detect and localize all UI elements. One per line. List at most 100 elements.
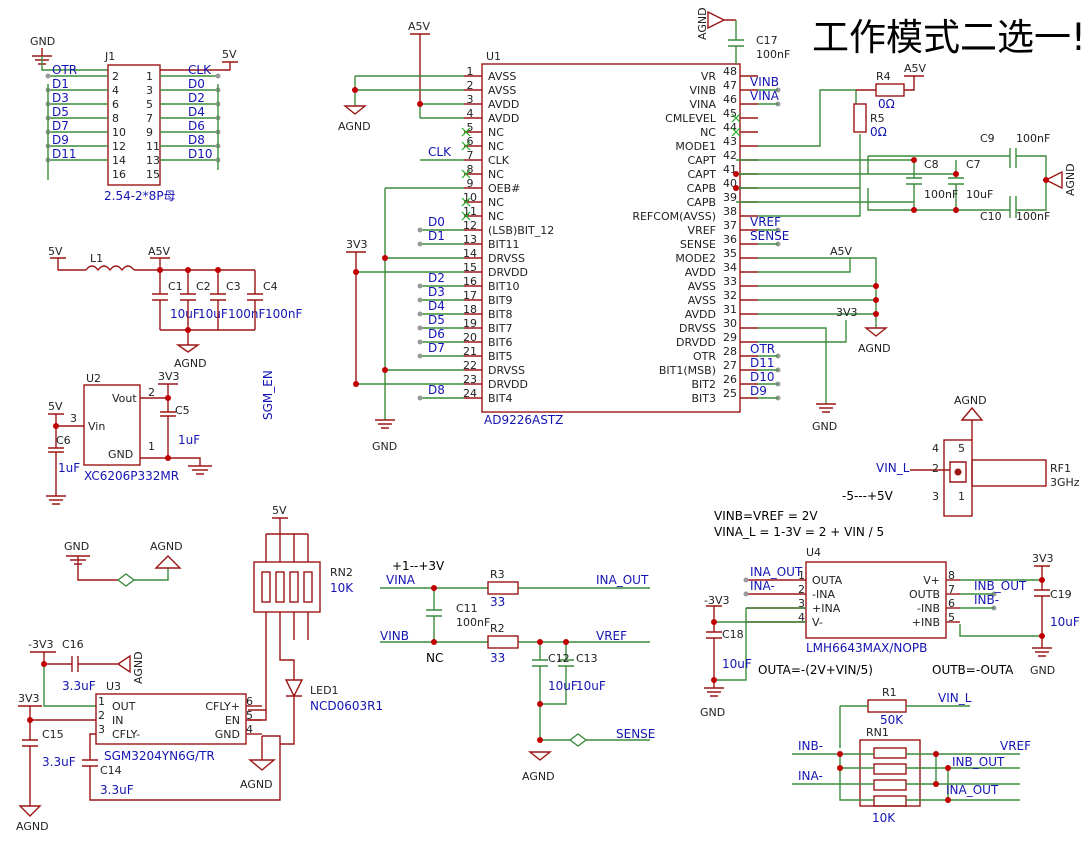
rn1-r-b — [873, 763, 907, 775]
u1-pin-num: 15 — [463, 261, 477, 274]
rf1-p5: 5 — [958, 442, 965, 455]
j1-pin-num: 3 — [146, 84, 153, 97]
led-val: NCD0603R1 — [310, 699, 383, 713]
j1-pin-num: 11 — [146, 140, 160, 153]
u1-pin-name: REFCOM(AVSS) — [632, 210, 716, 223]
u1-pin-name: BIT8 — [488, 308, 513, 321]
u1-pin-num: 38 — [723, 205, 737, 218]
u1-pin-num: 48 — [723, 65, 737, 78]
u4-pin-name: OUTB — [909, 588, 940, 601]
u1-d11-net: D11 — [750, 356, 775, 370]
c11-val: 100nF — [456, 616, 490, 629]
u1-pin-name: VINB — [689, 84, 716, 97]
u1-pin-num: 3 — [467, 93, 474, 106]
u1-pin-name: CAPB — [687, 196, 716, 209]
u3-pin-name: CFLY- — [112, 728, 140, 741]
l1-inductor — [85, 265, 135, 272]
j1-gnd-label: GND — [30, 35, 55, 48]
input-sense: SENSE — [616, 727, 655, 741]
c12-ref: C12 — [548, 652, 570, 665]
u1-pin-num: 4 — [467, 107, 474, 120]
u1-pin-name: CLK — [488, 154, 510, 167]
j1-right-net: D10 — [188, 147, 213, 161]
u1-pin-num: 42 — [723, 149, 737, 162]
u3-chargepump: -3V3 AGND C16 3.3uF 3V3 C15 3.3uF AGND C… — [16, 504, 383, 833]
u1-d2: D2 — [428, 271, 445, 285]
u1-pin-name: MODE2 — [675, 252, 716, 265]
u1-a5v-right: A5V — [830, 245, 853, 258]
u4-pin-num: 7 — [948, 583, 955, 596]
rf1-p2: 2 — [932, 462, 939, 475]
power-cap-val: 100nF — [228, 307, 266, 321]
c15-ref: C15 — [42, 728, 64, 741]
u1-pin-num: 5 — [467, 121, 474, 134]
u4-pin-name: +INB — [912, 616, 940, 629]
u1-pin-name: AVSS — [488, 70, 516, 83]
c9-val: 100nF — [1016, 132, 1050, 145]
u1-pin-name: BIT3 — [691, 392, 716, 405]
u1-d7: D7 — [428, 341, 445, 355]
rn1-r-a — [873, 747, 907, 759]
r4-body — [875, 83, 905, 97]
c16-val: 3.3uF — [62, 679, 96, 693]
c6-ref: C6 — [56, 434, 71, 447]
r4-val: 0Ω — [878, 97, 895, 111]
u1-pin-name: NC — [488, 126, 504, 139]
u4-pin-num: 1 — [798, 569, 805, 582]
u3-pin-num: 6 — [246, 695, 253, 708]
u4-m3v3: -3V3 — [704, 594, 730, 607]
u4-pin-num: 6 — [948, 597, 955, 610]
u3-pin-num: 3 — [98, 723, 105, 736]
u1-pin-num: 9 — [467, 177, 474, 190]
j1-pin-num: 14 — [112, 154, 126, 167]
u4-pin-num: 4 — [798, 611, 805, 624]
c17-ref: C17 — [756, 34, 778, 47]
j1-value: 2.54-2*8P母 — [104, 189, 176, 203]
power-cap-ref: C3 — [226, 280, 241, 293]
u1-pin-num: 18 — [463, 303, 477, 316]
c13-val: 10uF — [576, 679, 606, 693]
u1-pin-name: DRVSS — [488, 364, 525, 377]
u3-pin-name: OUT — [112, 700, 136, 713]
u1-pin-num: 26 — [723, 373, 737, 386]
rn1-ina-m: INA- — [798, 769, 823, 783]
r2-body — [487, 635, 519, 649]
u1-pin-num: 6 — [467, 135, 474, 148]
c7-ref: C7 — [966, 158, 981, 171]
u1-agnd-right: AGND — [858, 342, 891, 355]
u1-pin-name: DRVSS — [488, 252, 525, 265]
j1-right-net: CLK — [188, 63, 212, 77]
u1-pin-num: 45 — [723, 107, 737, 120]
c10-ref: C10 — [980, 210, 1002, 223]
input-network: +1--+3V VINA R3 33 INA_OUT C11 100nF NC … — [380, 559, 655, 783]
r1-body — [867, 699, 907, 713]
u1-pin-name: BIT4 — [488, 392, 513, 405]
u1-pin-name: DRVDD — [488, 266, 528, 279]
r1-ref: R1 — [882, 686, 897, 699]
power-cap-val: 10uF — [198, 307, 228, 321]
u1-pin-num: 10 — [463, 191, 477, 204]
u1-pin-name: AVDD — [488, 98, 519, 111]
j1-right-net: D8 — [188, 133, 205, 147]
u4-ref: U4 — [806, 546, 821, 559]
u1-pin-name: DRVDD — [488, 378, 528, 391]
u3-pin-num: 1 — [98, 695, 105, 708]
u1-pin-num: 33 — [723, 275, 737, 288]
rf1-agnd: AGND — [954, 394, 987, 407]
u1-pin-num: 32 — [723, 289, 737, 302]
u1-d8: D8 — [428, 383, 445, 397]
u4-pin-num: 3 — [798, 597, 805, 610]
c5-val: 1uF — [178, 433, 200, 447]
j1-left-net: D7 — [52, 119, 69, 133]
u1-3v3-right: 3V3 — [836, 306, 858, 319]
input-agnd: AGND — [522, 770, 555, 783]
input-ina-out: INA_OUT — [596, 573, 649, 587]
u2-5v: 5V — [48, 400, 63, 413]
r1-val: 50K — [880, 713, 904, 727]
c9-ref: C9 — [980, 132, 995, 145]
u1-pin-name: CMLEVEL — [665, 112, 717, 125]
j1-pin-num: 9 — [146, 126, 153, 139]
j1-ref: J1 — [104, 50, 115, 63]
